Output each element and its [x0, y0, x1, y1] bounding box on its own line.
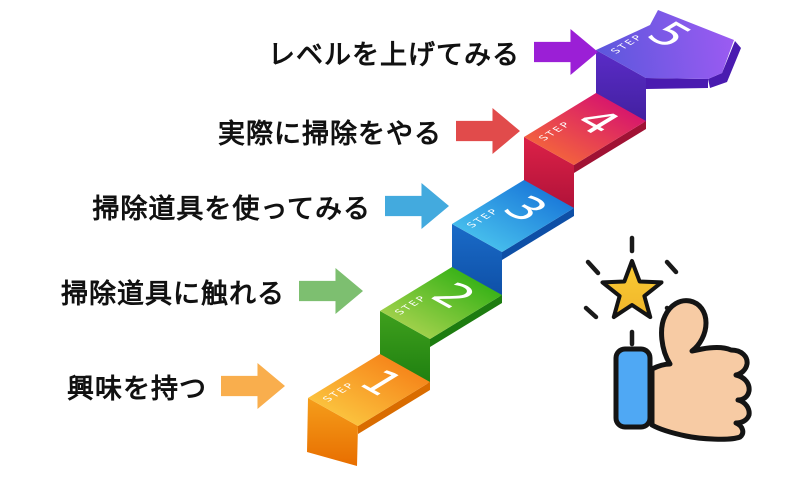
step-5-arrow-edge [708, 41, 741, 88]
step-3-riser [452, 224, 502, 298]
step-title: 興味を持つ [67, 373, 207, 405]
step-1-edge [358, 382, 430, 434]
right-arrow-icon [299, 268, 363, 314]
sleeve-cuff-icon [613, 346, 653, 430]
right-arrow-icon [385, 183, 449, 229]
star-icon [600, 259, 664, 320]
sparkle-dash [585, 259, 601, 276]
right-arrow-icon [534, 29, 598, 75]
step-label-row: 興味を持つ [0, 363, 285, 409]
step-3-tread [452, 180, 575, 252]
step-1-tread [308, 354, 431, 426]
thumbs-up-badge [583, 235, 752, 442]
sparkle-dash [583, 305, 599, 320]
step-4-tread [524, 93, 647, 165]
step-5-arrow [596, 10, 734, 79]
step-4-edge [574, 121, 646, 173]
step-title: レベルを上げてみる [268, 39, 520, 71]
step-title: 掃除道具に触れる [61, 278, 285, 310]
step-title: 実際に掃除をやる [218, 118, 442, 150]
right-arrow-icon [456, 108, 520, 154]
step-label-row: 掃除道具に触れる [0, 268, 363, 314]
step-2-edge [430, 295, 502, 347]
right-arrow-icon [221, 363, 285, 409]
step-2-riser [380, 311, 430, 385]
step-3-edge [502, 208, 574, 260]
step-5-edge [646, 78, 708, 89]
step-label-row: 実際に掃除をやる [0, 108, 520, 154]
step-5-riser [596, 50, 646, 124]
step-label-row: 掃除道具を使ってみる [0, 183, 449, 229]
step-1-ribbon-end [307, 398, 358, 466]
step-4-riser [524, 137, 574, 211]
thumbs-up-hand-icon [649, 298, 752, 442]
step-title: 掃除道具を使ってみる [92, 193, 371, 225]
step-2-tread [380, 267, 503, 339]
sparkle-dash [664, 259, 679, 275]
step-label-row: レベルを上げてみる [0, 29, 598, 75]
